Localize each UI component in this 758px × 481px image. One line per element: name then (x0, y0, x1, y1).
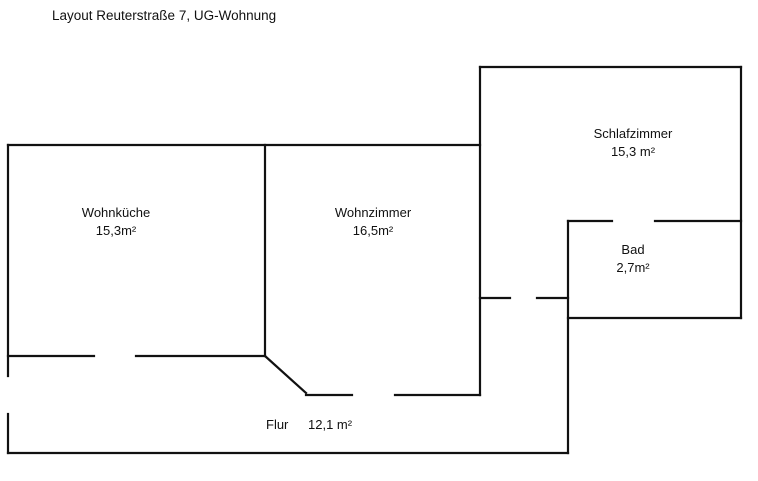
room-area: 16,5m² (352, 223, 394, 238)
room-label-wohnzimmer: Wohnzimmer 16,5m² (323, 205, 423, 238)
room-area: 12,1 m² (308, 417, 353, 432)
room-area: 15,3m² (95, 223, 137, 238)
plan-title: Layout Reuterstraße 7, UG-Wohnung (52, 8, 277, 23)
room-area: 2,7m² (616, 260, 650, 275)
room-label-flur: Flur 12,1 m² (266, 417, 352, 432)
room-label-schlafzimmer: Schlafzimmer 15,3 m² (583, 126, 683, 159)
room-name: Schlafzimmer (593, 126, 673, 141)
room-name: Wohnküche (81, 205, 151, 220)
wall-diagonal (263, 354, 308, 395)
room-label-wohnkueche: Wohnküche 15,3m² (66, 205, 166, 238)
room-label-bad: Bad 2,7m² (593, 242, 673, 275)
room-area: 15,3 m² (610, 144, 656, 159)
room-name: Flur (266, 417, 289, 432)
room-name: Wohnzimmer (334, 205, 412, 220)
room-name: Bad (621, 242, 645, 257)
